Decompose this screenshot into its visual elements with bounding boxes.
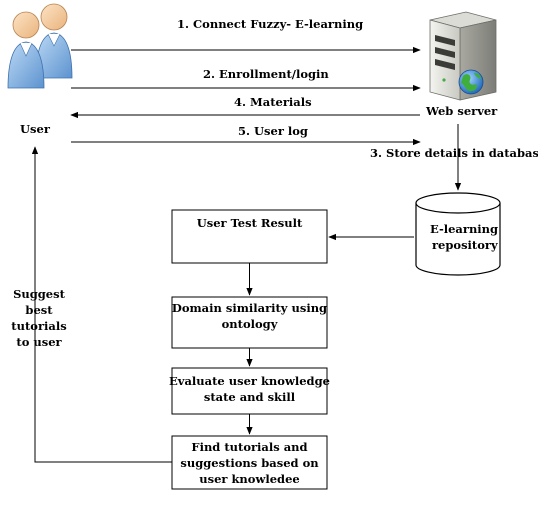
- users-icon: [7, 3, 73, 89]
- box-user-test-result: [171, 209, 328, 264]
- domain-label-line2: ontology: [222, 317, 278, 331]
- repository-label-line2: repository: [432, 238, 498, 252]
- suggest-label-line4: to user: [16, 335, 62, 349]
- step5-label: 5. User log: [238, 124, 308, 138]
- step1-label: 1. Connect Fuzzy- E-learning: [177, 17, 363, 31]
- find-label-line1: Find tutorials and: [191, 440, 307, 454]
- find-label-line3: user knowledee: [199, 472, 299, 486]
- suggest-label-line1: Suggest: [13, 287, 66, 301]
- evaluate-label-line1: Evaluate user knowledge: [169, 374, 330, 388]
- box-evaluate-knowledge: [171, 367, 328, 415]
- find-label-line2: suggestions based on: [180, 456, 319, 470]
- user-label: User: [20, 122, 51, 136]
- web-server-label: Web server: [425, 104, 498, 118]
- domain-label-line1: Domain similarity using: [172, 301, 327, 315]
- step4-label: 4. Materials: [234, 95, 312, 109]
- evaluate-label-line2: state and skill: [204, 390, 296, 404]
- repository-cylinder: [415, 192, 501, 276]
- arrow-suggest-to-user: [31, 146, 172, 463]
- box-find-tutorials: [171, 435, 328, 490]
- box-domain-similarity: [171, 296, 328, 349]
- suggest-label-line3: tutorials: [11, 319, 66, 333]
- test-result-label: User Test Result: [197, 216, 303, 230]
- step3-label: 3. Store details in database: [370, 146, 538, 160]
- step2-label: 2. Enrollment/login: [203, 67, 329, 81]
- web-server-icon: [429, 11, 497, 101]
- suggest-label-line2: best: [25, 303, 53, 317]
- repository-label-line1: E-learning: [430, 222, 498, 236]
